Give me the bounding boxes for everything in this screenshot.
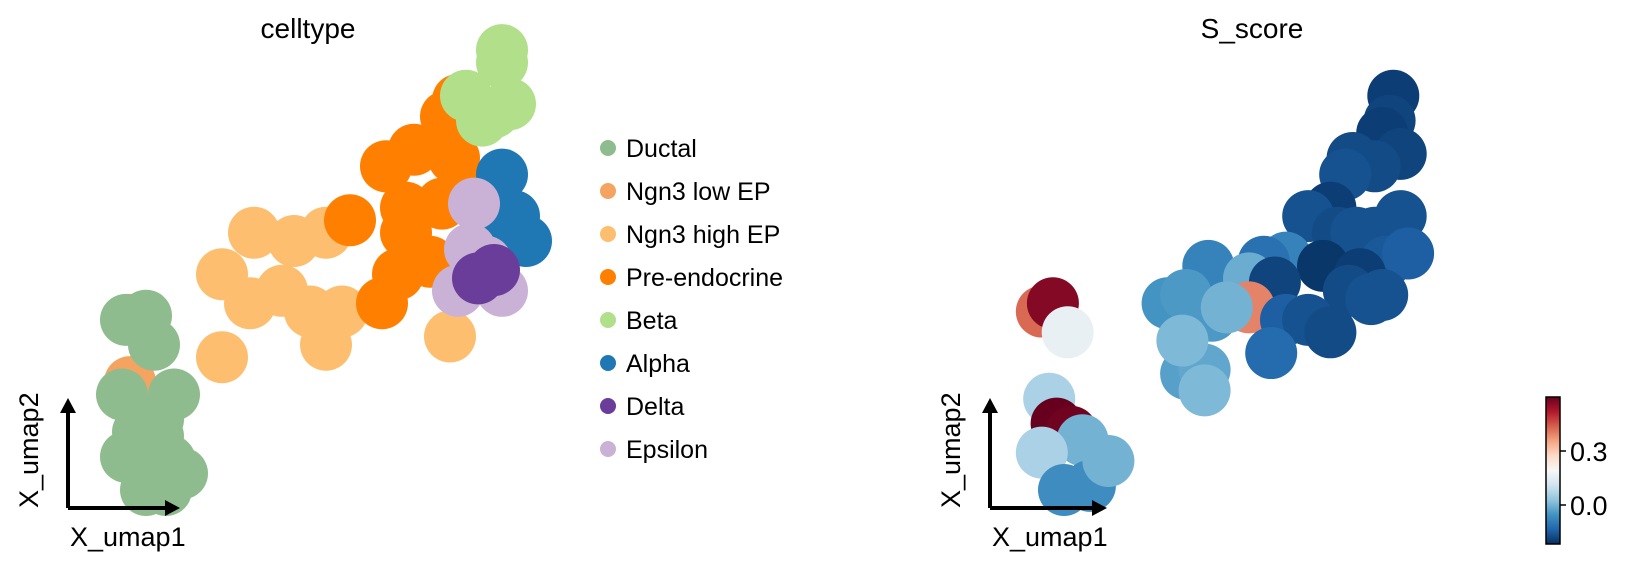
cell-point bbox=[1200, 281, 1253, 334]
colorbar-gradient bbox=[1545, 396, 1561, 545]
legend-marker bbox=[600, 398, 616, 414]
panel2-title: S_score bbox=[1201, 13, 1304, 44]
panel1-ylabel: X_umap2 bbox=[14, 392, 44, 508]
cell-point bbox=[1178, 364, 1231, 417]
legend-marker bbox=[600, 226, 616, 242]
cell-point bbox=[300, 318, 352, 371]
colorbar-tick-label-high: 0.3 bbox=[1570, 437, 1608, 467]
cell-point bbox=[1082, 434, 1135, 487]
legend-label: Delta bbox=[626, 393, 684, 421]
cell-point bbox=[228, 206, 280, 259]
umap-arrows bbox=[60, 398, 180, 516]
cell-point bbox=[1345, 273, 1398, 326]
cell-point bbox=[324, 194, 376, 247]
s-score-panel: S_score X_umap1 X_umap2 bbox=[936, 13, 1435, 552]
legend-label: Ngn3 high EP bbox=[626, 221, 780, 249]
colorbar: 0.3 0.0 bbox=[1545, 396, 1608, 545]
legend-marker bbox=[600, 269, 616, 285]
cell-point bbox=[484, 78, 536, 131]
legend-marker bbox=[600, 140, 616, 156]
cell-point bbox=[1015, 426, 1068, 479]
legend-label: Ductal bbox=[626, 135, 697, 163]
legend-label: Alpha bbox=[626, 350, 690, 378]
legend-marker bbox=[600, 355, 616, 371]
cell-point bbox=[148, 368, 200, 421]
celltype-scatter bbox=[96, 24, 552, 516]
cell-point bbox=[1304, 306, 1357, 359]
s-score-scatter bbox=[1015, 69, 1435, 516]
cell-point bbox=[196, 331, 248, 384]
panel2-ylabel: X_umap2 bbox=[936, 392, 966, 508]
legend-label: Pre-endocrine bbox=[626, 264, 783, 292]
cell-point bbox=[388, 123, 440, 176]
cell-point bbox=[1382, 227, 1435, 280]
cell-point bbox=[1245, 327, 1298, 380]
cell-point bbox=[476, 24, 528, 77]
cell-point bbox=[140, 464, 192, 516]
panel1-xlabel: X_umap1 bbox=[70, 522, 186, 552]
panel2-xlabel: X_umap1 bbox=[992, 522, 1108, 552]
cell-point bbox=[424, 310, 476, 363]
legend-label: Epsilon bbox=[626, 436, 708, 464]
colorbar-tick-label-low: 0.0 bbox=[1570, 491, 1608, 521]
legend-marker bbox=[600, 441, 616, 457]
cell-point bbox=[1041, 306, 1094, 359]
cell-point bbox=[468, 244, 520, 297]
legend-label: Ngn3 low EP bbox=[626, 178, 771, 206]
celltype-panel: celltype X_umap1 X_umap2 bbox=[14, 13, 552, 552]
legend-marker bbox=[600, 312, 616, 328]
cell-point bbox=[448, 177, 500, 230]
umap-arrows-2 bbox=[982, 398, 1107, 516]
cell-point bbox=[128, 318, 180, 371]
legend-marker bbox=[600, 183, 616, 199]
panel1-title: celltype bbox=[261, 13, 356, 44]
cell-point bbox=[1156, 314, 1209, 367]
legend-label: Beta bbox=[626, 307, 678, 335]
